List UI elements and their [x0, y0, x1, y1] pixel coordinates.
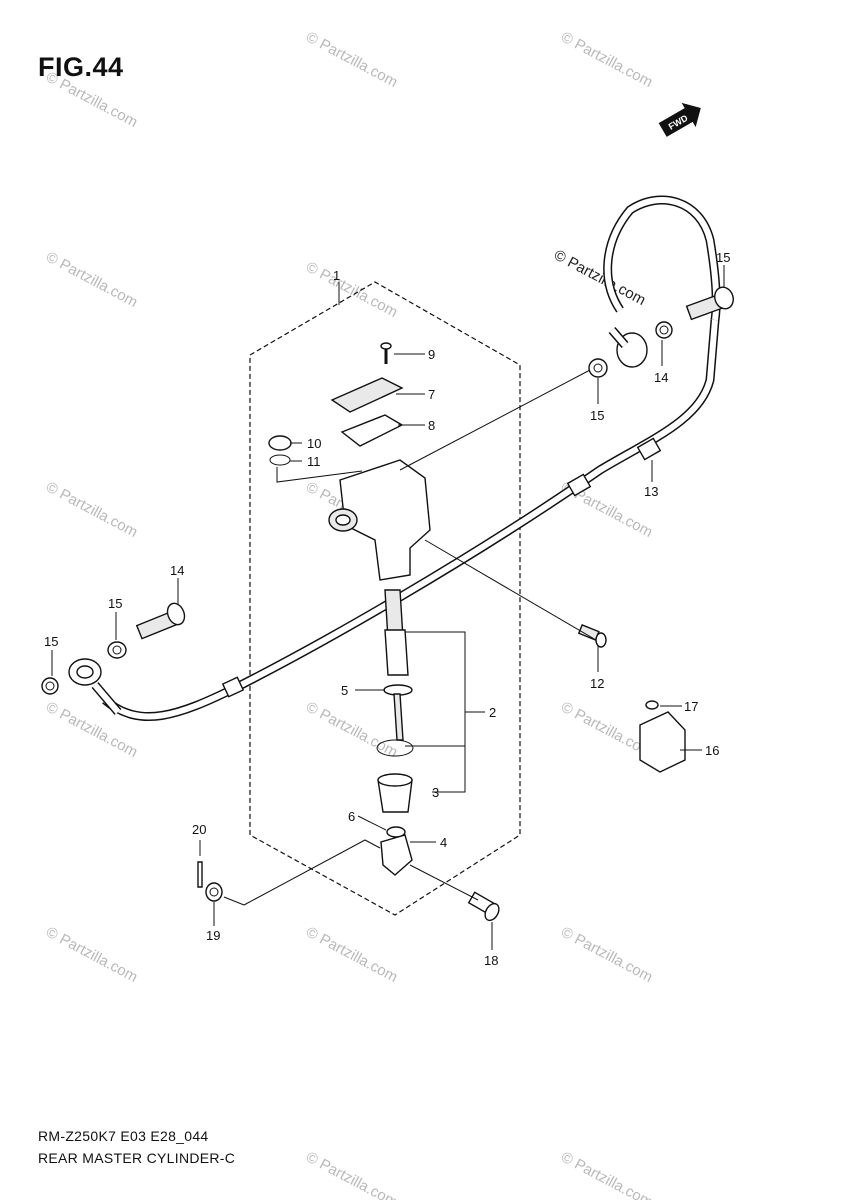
washer-15-left-outer	[41, 677, 59, 695]
clevis-4	[380, 834, 413, 876]
figure-title: FIG.44	[38, 52, 124, 82]
diagram-code: RM-Z250K7 E03 E28_044	[38, 1128, 209, 1144]
reservoir-16	[639, 700, 686, 773]
watermark: © Partzilla.com	[43, 479, 140, 541]
callout-15-right-inner: 14	[654, 370, 668, 385]
callout-20: 20	[192, 822, 206, 837]
cotter-pin-20	[197, 861, 203, 888]
union-bolt-14-left	[135, 602, 186, 640]
reservoir-cap-7	[330, 377, 404, 413]
callout-11: 11	[307, 454, 321, 469]
callout-15-left-inner: 15	[108, 596, 122, 611]
union-bolt-14-right	[685, 286, 734, 321]
master-cylinder-assembly	[268, 342, 431, 876]
callout-5: 5	[341, 683, 348, 698]
washer-15-right-inner	[655, 321, 673, 339]
callout-2: 2	[489, 705, 496, 720]
callout-labels: 1 9 7 8 10 11 14 15 15 15 14 15 13 12 2 …	[44, 250, 730, 968]
hose-banjo-right	[608, 327, 648, 368]
callout-1: 1	[333, 268, 340, 283]
watermark: © Partzilla.com	[303, 259, 400, 321]
watermark: © Partzilla.com	[558, 1149, 655, 1200]
watermark: © Partzilla.com	[558, 924, 655, 986]
watermark: © Partzilla.com	[43, 924, 140, 986]
cylinder-body	[339, 459, 431, 581]
watermark: © Partzilla.com	[303, 29, 400, 91]
callout-3: 3	[432, 785, 439, 800]
fwd-arrow-icon: FWD	[658, 102, 701, 137]
watermark: © Partzilla.com	[303, 699, 400, 761]
watermark-layer: © Partzilla.com © Partzilla.com © Partzi…	[43, 29, 655, 1200]
hose-banjo-left	[68, 658, 122, 715]
pin-18	[467, 891, 500, 922]
bolt-12	[577, 624, 607, 648]
callout-18: 18	[484, 953, 498, 968]
piston-kit-2	[384, 629, 409, 676]
washer-15-right-outer	[588, 358, 608, 378]
callout-17: 17	[684, 699, 698, 714]
assembly-outline	[249, 281, 521, 916]
callout-14-left: 14	[170, 563, 184, 578]
watermark: © Partzilla.com	[303, 1149, 400, 1200]
watermark: © Partzilla.com	[303, 924, 400, 986]
callout-12: 12	[590, 676, 604, 691]
callout-13: 13	[644, 484, 658, 499]
diaphragm-plate-8	[340, 414, 404, 447]
washer-15-left-inner	[107, 641, 127, 659]
washer-19	[205, 882, 223, 902]
leader-lines	[51, 265, 725, 950]
callout-19: 19	[206, 928, 220, 943]
watermark: © Partzilla.com	[43, 69, 140, 131]
o-ring-11	[269, 454, 291, 466]
callout-8: 8	[428, 418, 435, 433]
callout-15-right-outer: 15	[590, 408, 604, 423]
diagram-name: REAR MASTER CYLINDER-C	[38, 1150, 236, 1166]
watermark-dark: © Partzilla.com	[551, 247, 648, 309]
circlip	[376, 739, 414, 757]
callout-15-left-outer: 15	[44, 634, 58, 649]
callout-16: 16	[705, 743, 719, 758]
brake-hose	[102, 195, 721, 722]
cap-10	[268, 435, 292, 451]
callout-10: 10	[307, 436, 321, 451]
screw-17	[645, 700, 659, 710]
callout-9: 9	[428, 347, 435, 362]
callout-7: 7	[428, 387, 435, 402]
screw-9	[380, 342, 392, 350]
callout-6: 6	[348, 809, 355, 824]
watermark: © Partzilla.com	[558, 29, 655, 91]
callout-14-right: 15	[716, 250, 730, 265]
callout-4: 4	[440, 835, 447, 850]
watermark: © Partzilla.com	[43, 249, 140, 311]
